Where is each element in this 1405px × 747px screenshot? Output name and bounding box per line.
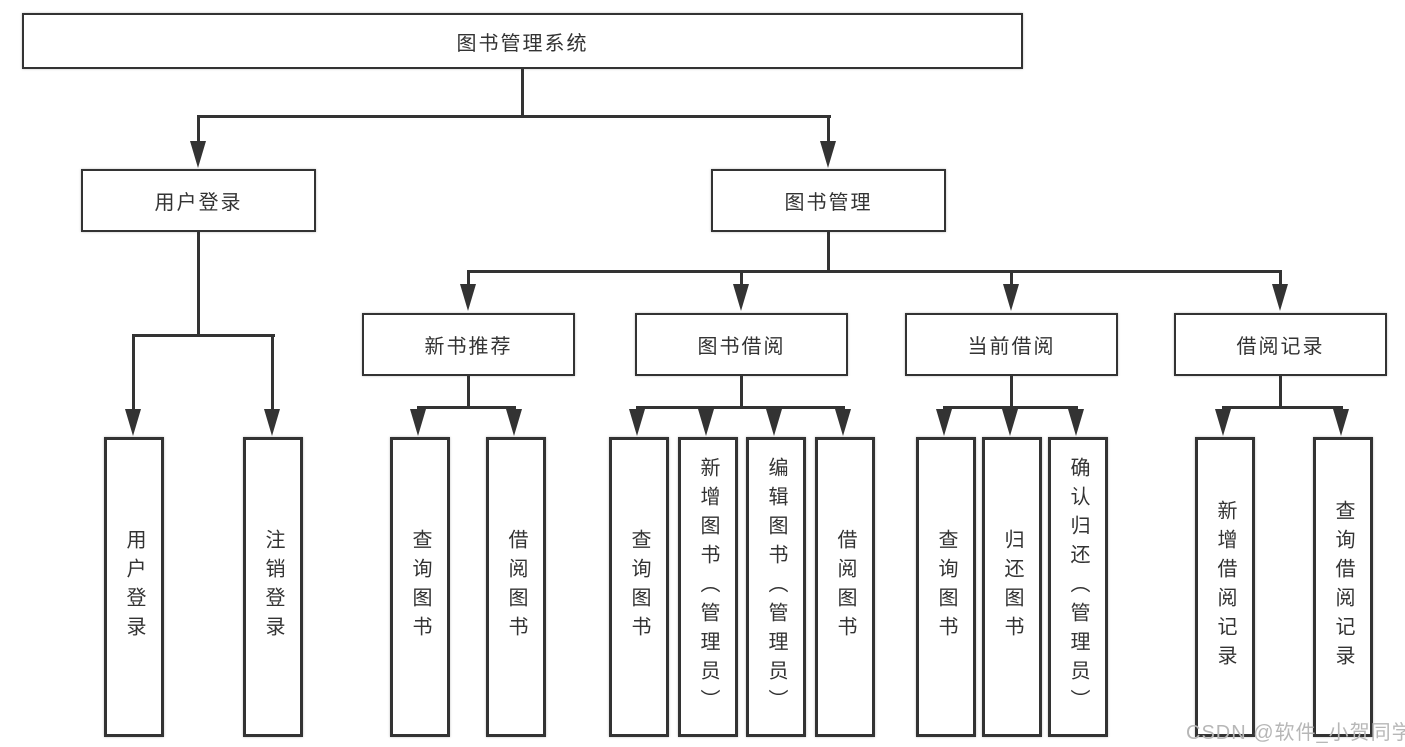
connector-borrowrec-stub: [1279, 376, 1282, 409]
leaf-edit-books-admin: 编辑图书（管理员）: [746, 437, 806, 737]
connector-userlogin-stub: [197, 232, 200, 337]
connector-newbook-stub: [467, 376, 470, 409]
leaf-label: 查询图书: [409, 529, 431, 645]
node-book-borrowing: 图书借阅: [635, 313, 848, 376]
leaf-borrow-books-recommend: 借阅图书: [486, 437, 546, 737]
arrow-down-icon: [698, 409, 714, 436]
node-borrowing-records: 借阅记录: [1174, 313, 1387, 376]
arrow-down-icon: [733, 284, 749, 311]
connector-l3-v1: [467, 270, 470, 288]
leaf-label: 确认归还（管理员）: [1067, 456, 1089, 718]
connector-l3-v3: [1010, 270, 1013, 288]
connector-borrowrec-hline: [1222, 406, 1343, 409]
leaf-query-books-recommend: 查询图书: [390, 437, 450, 737]
arrow-down-icon: [820, 141, 836, 168]
node-user-login: 用户登录: [81, 169, 316, 232]
leaf-label: 查询图书: [628, 529, 650, 645]
arrow-down-icon: [835, 409, 851, 436]
leaf-logout: 注销登录: [243, 437, 303, 737]
arrow-down-icon: [766, 409, 782, 436]
connector-newbook-hline: [417, 406, 516, 409]
leaf-borrow-books: 借阅图书: [815, 437, 875, 737]
arrow-down-icon: [1003, 284, 1019, 311]
arrow-down-icon: [506, 409, 522, 436]
arrow-down-icon: [1215, 409, 1231, 436]
node-new-book-recommendation: 新书推荐: [362, 313, 575, 376]
leaf-label: 新增借阅记录: [1214, 500, 1236, 674]
arrow-down-icon: [1272, 284, 1288, 311]
leaf-label: 借阅图书: [834, 529, 856, 645]
leaf-query-borrow-record: 查询借阅记录: [1313, 437, 1373, 737]
connector-l3-hline: [467, 270, 1282, 273]
leaf-label: 注销登录: [262, 529, 284, 645]
arrow-down-icon: [1068, 409, 1084, 436]
leaf-return-books: 归还图书: [982, 437, 1042, 737]
connector-userlogin-v-left: [132, 334, 135, 412]
connector-userlogin-v-right: [271, 334, 274, 412]
arrow-down-icon: [460, 284, 476, 311]
leaf-label: 借阅图书: [505, 529, 527, 645]
arrow-down-icon: [190, 141, 206, 168]
connector-l2-v-left: [197, 115, 200, 143]
leaf-label: 编辑图书（管理员）: [765, 456, 787, 718]
arrow-down-icon: [1002, 409, 1018, 436]
node-book-management: 图书管理: [711, 169, 946, 232]
arrow-down-icon: [1333, 409, 1349, 436]
connector-root-stub: [521, 69, 524, 118]
leaf-confirm-return-admin: 确认归还（管理员）: [1048, 437, 1108, 737]
connector-bookborrow-hline: [636, 406, 845, 409]
csdn-watermark: CSDN @软件_小贺同学: [1186, 722, 1405, 744]
arrow-down-icon: [264, 409, 280, 436]
leaf-label: 查询图书: [935, 529, 957, 645]
arrow-down-icon: [936, 409, 952, 436]
arrow-down-icon: [410, 409, 426, 436]
node-library-management-system: 图书管理系统: [22, 13, 1023, 69]
connector-bookmgmt-stub: [827, 232, 830, 273]
leaf-add-borrow-record: 新增借阅记录: [1195, 437, 1255, 737]
leaf-add-books-admin: 新增图书（管理员）: [678, 437, 738, 737]
leaf-query-books-current: 查询图书: [916, 437, 976, 737]
leaf-label: 用户登录: [123, 529, 145, 645]
connector-l3-v2: [740, 270, 743, 288]
connector-currborrow-hline: [943, 406, 1078, 409]
node-current-borrowing: 当前借阅: [905, 313, 1118, 376]
leaf-query-books-borrow: 查询图书: [609, 437, 669, 737]
connector-bookborrow-stub: [740, 376, 743, 409]
connector-userlogin-hline: [132, 334, 275, 337]
connector-l3-v4: [1279, 270, 1282, 288]
connector-l2-v-right: [827, 115, 830, 143]
leaf-label: 新增图书（管理员）: [697, 456, 719, 718]
arrow-down-icon: [125, 409, 141, 436]
leaf-label: 归还图书: [1001, 529, 1023, 645]
connector-currborrow-stub: [1010, 376, 1013, 409]
leaf-user-login: 用户登录: [104, 437, 164, 737]
leaf-label: 查询借阅记录: [1332, 500, 1354, 674]
arrow-down-icon: [629, 409, 645, 436]
connector-l2-hline: [197, 115, 831, 118]
